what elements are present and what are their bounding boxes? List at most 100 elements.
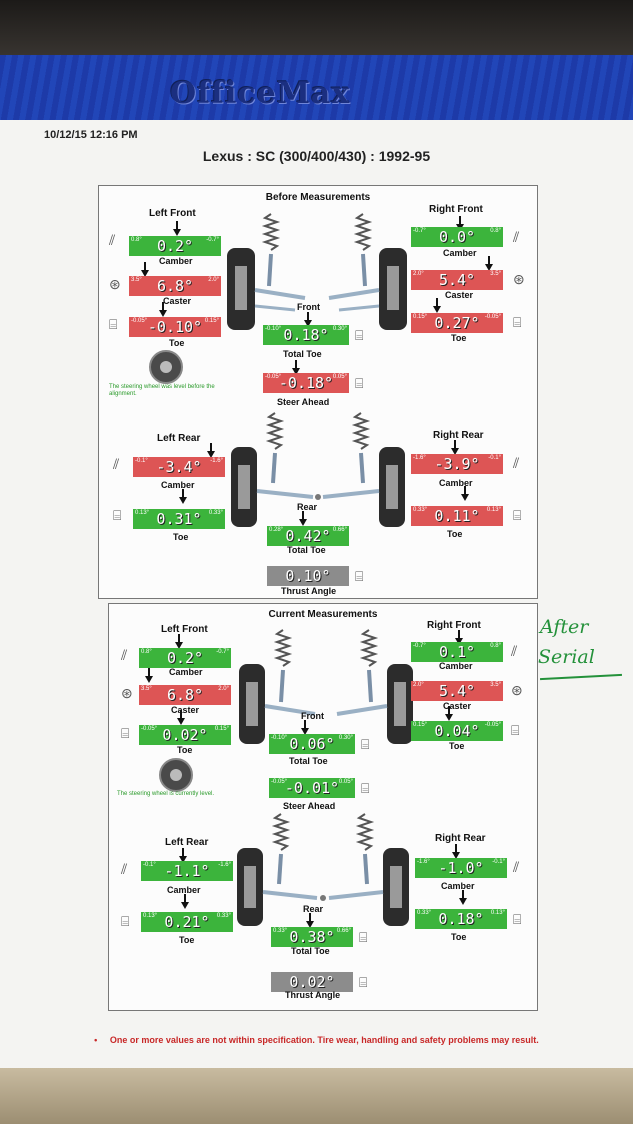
range-max: -0.05° bbox=[484, 314, 501, 320]
front-total-toe-gauge: -0.10° 0.30° 0.18° bbox=[263, 325, 349, 345]
left-rear-camber-marker bbox=[207, 443, 215, 458]
range-max: -0.7° bbox=[206, 237, 219, 243]
range-max: -0.7° bbox=[216, 649, 229, 655]
panel-title: Current Measurements bbox=[268, 609, 378, 620]
left-front-caster-gauge: 3.5° 2.0° 6.8° bbox=[129, 276, 221, 296]
current-measurements-panel: Current Measurements Left Front ⫽ 0.8° -… bbox=[108, 603, 538, 1011]
left-front-caster-gauge: 3.5° 2.0° 6.8° bbox=[139, 685, 231, 705]
right-front-caster-marker bbox=[485, 256, 493, 271]
range-min: -0.05° bbox=[141, 726, 158, 732]
right-front-toe-marker bbox=[433, 298, 441, 313]
steer-ahead-label: Steer Ahead bbox=[277, 397, 330, 407]
range-min: 0.8° bbox=[141, 649, 152, 655]
camber-icon: ⫽ bbox=[513, 229, 520, 245]
range-min: 3.5° bbox=[131, 277, 142, 283]
steer-ahead-value: -0.18° bbox=[278, 374, 334, 392]
toe-label: Toe bbox=[173, 532, 189, 542]
total-toe-label: Total Toe bbox=[283, 349, 322, 359]
toe-icon: ⌸ bbox=[513, 911, 522, 927]
front-suspension-diagram bbox=[227, 213, 407, 330]
camber-label: Camber bbox=[169, 667, 203, 677]
left-rear-camber-gauge: -0.1° -1.6° -1.1° bbox=[141, 861, 233, 881]
front-total-toe-marker bbox=[304, 312, 312, 327]
camber-icon: ⫽ bbox=[513, 859, 520, 875]
right-rear-toe-marker bbox=[461, 486, 469, 501]
total-toe-label: Total Toe bbox=[289, 756, 328, 766]
range-max: 0.05° bbox=[338, 779, 353, 785]
left-front-toe-gauge: -0.05° 0.15° 0.02° bbox=[139, 725, 231, 745]
range-max: 3.5° bbox=[490, 271, 501, 277]
total-toe-icon: ⌸ bbox=[361, 736, 370, 752]
range-max: 0.8° bbox=[490, 643, 501, 649]
toe-value: 0.27° bbox=[434, 314, 480, 332]
steer-ahead-marker bbox=[292, 360, 300, 375]
front-total-toe-gauge: -0.10° 0.30° 0.06° bbox=[269, 734, 355, 754]
left-rear-camber-marker bbox=[179, 848, 187, 863]
steering-note: The steering wheel is currently level. bbox=[117, 791, 215, 797]
left-front-camber-gauge: 0.8° -0.7° 0.2° bbox=[129, 236, 221, 256]
right-front-camber-gauge: -0.7° 0.8° 0.1° bbox=[411, 642, 503, 662]
front-total-toe-marker bbox=[301, 720, 309, 735]
print-datetime: 10/12/15 12:16 PM bbox=[44, 129, 138, 141]
thrust-angle-label: Thrust Angle bbox=[285, 990, 341, 1000]
total-toe-value: 0.42° bbox=[285, 527, 331, 545]
range-max: 2.0° bbox=[218, 686, 229, 692]
rear-label: Rear bbox=[297, 502, 318, 512]
range-min: 0.33° bbox=[417, 910, 432, 916]
toe-icon: ⌸ bbox=[121, 913, 130, 929]
steering-note: The steering wheel was level before the … bbox=[109, 384, 215, 397]
camber-icon: ⫽ bbox=[511, 643, 518, 659]
background-bottom bbox=[0, 1068, 633, 1124]
range-max: -0.1° bbox=[492, 859, 505, 865]
left-front-label: Left Front bbox=[149, 208, 196, 219]
camber-value: 0.2° bbox=[156, 237, 194, 255]
toe-label: Toe bbox=[169, 338, 185, 348]
background-top bbox=[0, 0, 633, 60]
right-front-camber-marker bbox=[455, 630, 463, 645]
left-rear-label: Left Rear bbox=[165, 837, 209, 848]
left-rear-camber-gauge: -0.1° -1.6° -3.4° bbox=[133, 457, 225, 477]
range-max: 0.30° bbox=[338, 735, 353, 741]
steering-wheel-icon bbox=[159, 758, 193, 792]
range-min: -0.7° bbox=[413, 228, 426, 234]
caster-icon: ⊛ bbox=[121, 685, 133, 701]
toe-icon: ⌸ bbox=[121, 725, 130, 741]
camber-value: 0.0° bbox=[438, 228, 476, 246]
camber-label: Camber bbox=[443, 248, 477, 258]
range-max: 0.8° bbox=[490, 228, 501, 234]
total-toe-icon: ⌸ bbox=[355, 327, 364, 343]
right-rear-label: Right Rear bbox=[435, 833, 486, 844]
toe-icon: ⌸ bbox=[113, 507, 122, 523]
left-rear-toe-gauge: 0.13° 0.33° 0.21° bbox=[141, 912, 233, 932]
range-max: 0.66° bbox=[332, 527, 347, 533]
thrust-angle-gauge: 0.02° bbox=[271, 972, 353, 992]
right-rear-toe-marker bbox=[459, 890, 467, 905]
front-label: Front bbox=[297, 302, 320, 312]
toe-label: Toe bbox=[177, 745, 193, 755]
right-rear-toe-gauge: 0.33° 0.13° 0.11° bbox=[411, 506, 503, 526]
rear-total-toe-marker bbox=[306, 913, 314, 928]
total-toe-label: Total Toe bbox=[287, 545, 326, 555]
right-rear-toe-gauge: 0.33° 0.13° 0.18° bbox=[415, 909, 507, 929]
range-min: 0.13° bbox=[143, 913, 158, 919]
right-front-toe-gauge: 0.15° -0.05° 0.27° bbox=[411, 313, 503, 333]
right-front-toe-gauge: 0.15° -0.05° 0.04° bbox=[411, 721, 503, 741]
range-min: -1.6° bbox=[413, 455, 426, 461]
camber-value: 0.2° bbox=[166, 649, 204, 667]
toe-label: Toe bbox=[179, 935, 195, 945]
range-max: 3.5° bbox=[490, 682, 501, 688]
range-min: 0.33° bbox=[413, 507, 428, 513]
rear-label: Rear bbox=[303, 904, 324, 914]
caster-value: 5.4° bbox=[438, 271, 476, 289]
caster-value: 6.8° bbox=[166, 686, 204, 704]
left-front-toe-gauge: -0.05° 0.15° -0.10° bbox=[129, 317, 221, 337]
range-max: -0.05° bbox=[484, 722, 501, 728]
camber-label: Camber bbox=[167, 885, 201, 895]
right-front-toe-marker bbox=[445, 706, 453, 721]
camber-label: Camber bbox=[439, 478, 473, 488]
camber-value: -1.1° bbox=[164, 862, 210, 880]
toe-icon: ⌸ bbox=[513, 314, 522, 330]
right-front-caster-gauge: 2.0° 3.5° 5.4° bbox=[411, 270, 503, 290]
front-suspension-diagram bbox=[239, 629, 413, 744]
thrust-angle-icon: ⌸ bbox=[355, 568, 364, 584]
